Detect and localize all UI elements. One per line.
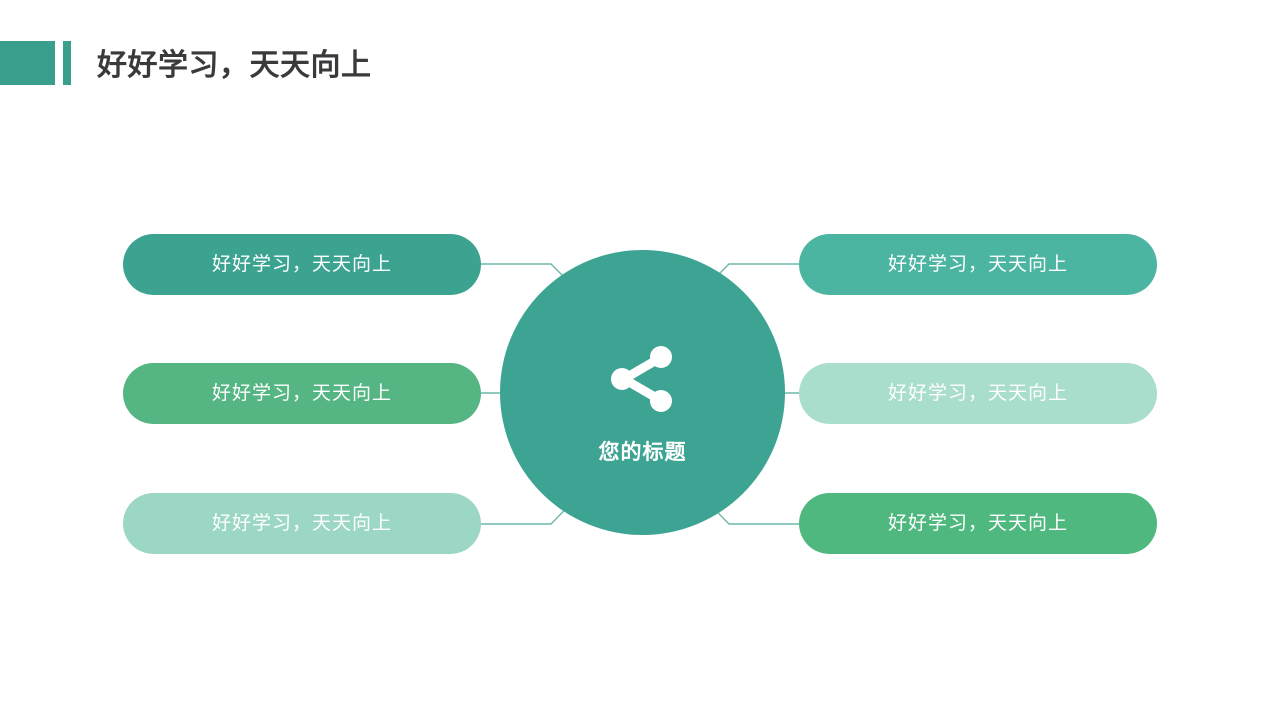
- header: 好好学习，天天向上: [0, 0, 1280, 130]
- node-right-0-label: 好好学习，天天向上: [887, 254, 1068, 275]
- node-right-2[interactable]: 好好学习，天天向上: [799, 493, 1157, 554]
- node-left-0[interactable]: 好好学习，天天向上: [123, 234, 481, 295]
- node-left-1[interactable]: 好好学习，天天向上: [123, 363, 481, 424]
- share-icon: [610, 346, 672, 412]
- node-left-0-label: 好好学习，天天向上: [211, 254, 392, 275]
- node-left-2-label: 好好学习，天天向上: [211, 513, 392, 534]
- node-left-1-label: 好好学习，天天向上: [211, 383, 392, 404]
- node-right-1[interactable]: 好好学习，天天向上: [799, 363, 1157, 424]
- node-right-0[interactable]: 好好学习，天天向上: [799, 234, 1157, 295]
- header-accent-block: [0, 41, 55, 85]
- node-left-2[interactable]: 好好学习，天天向上: [123, 493, 481, 554]
- node-right-2-label: 好好学习，天天向上: [887, 513, 1068, 534]
- center-node-label: 您的标题: [598, 441, 687, 464]
- page-title: 好好学习，天天向上: [97, 49, 372, 82]
- center-node[interactable]: 您的标题: [500, 250, 785, 535]
- node-right-1-label: 好好学习，天天向上: [887, 383, 1068, 404]
- header-accent-bar: [63, 41, 71, 85]
